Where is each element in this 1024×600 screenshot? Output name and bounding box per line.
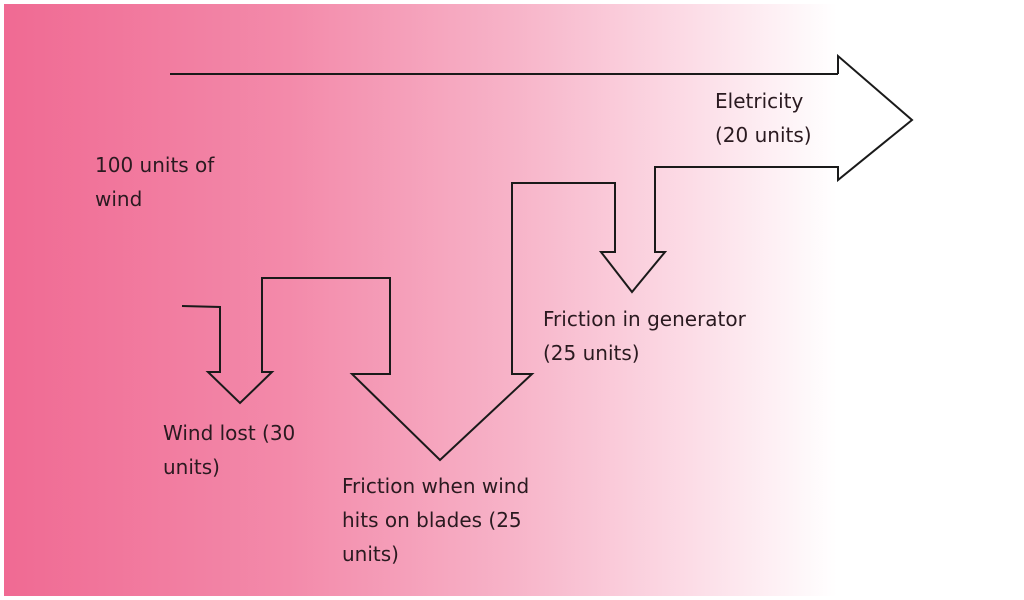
flow-outline bbox=[181, 53, 914, 462]
generator-friction-label: Friction in generator (25 units) bbox=[543, 307, 746, 365]
electricity-output-label: Eletricity (20 units) bbox=[715, 89, 812, 147]
blade-friction-label: Friction when wind hits on blades (25 un… bbox=[342, 474, 530, 566]
wind-lost-label: Wind lost (30 units) bbox=[163, 421, 296, 479]
input-wind-label: 100 units of wind bbox=[95, 153, 215, 211]
